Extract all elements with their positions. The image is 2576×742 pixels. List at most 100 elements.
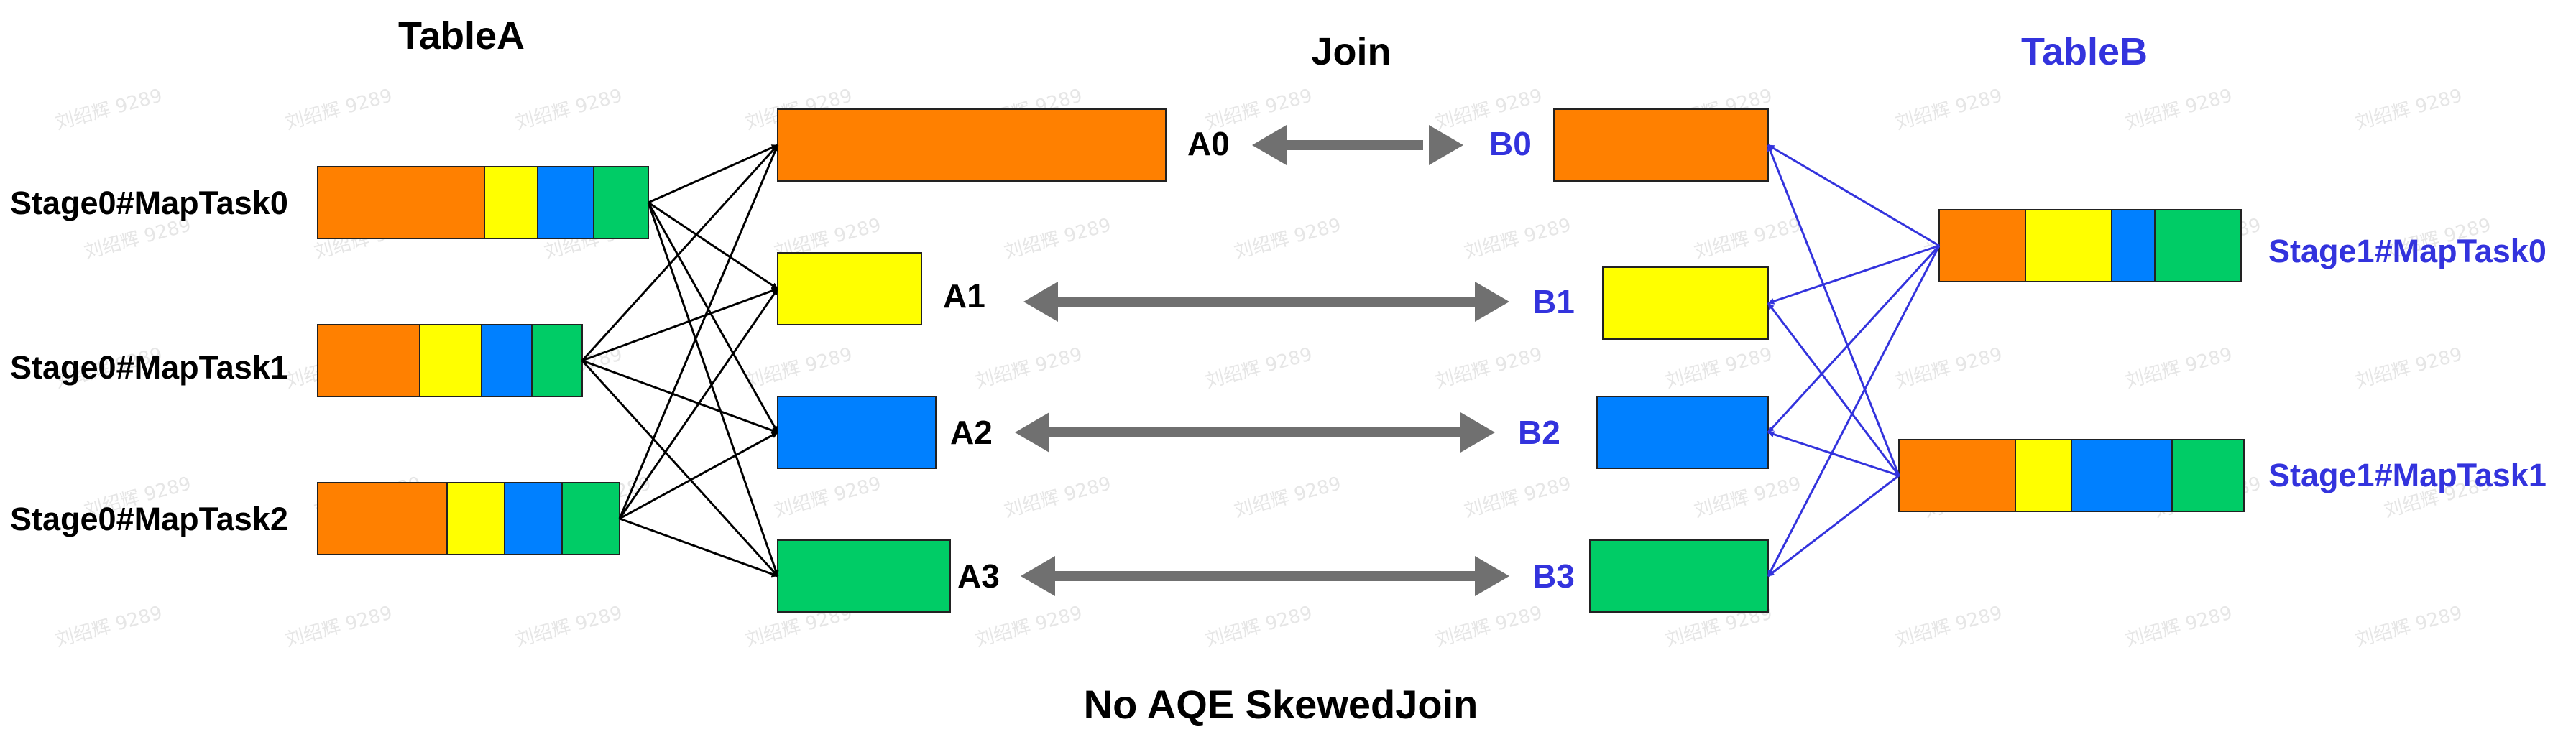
- watermark-text: 刘绍辉 9289: [743, 343, 855, 392]
- segment-green: [561, 482, 620, 555]
- segment-orange: [317, 482, 448, 555]
- segment-yellow: [419, 324, 482, 397]
- watermark-text: 刘绍辉 9289: [1692, 473, 1803, 521]
- watermark-text: 刘绍辉 9289: [973, 343, 1085, 392]
- partition-b3-label: B3: [1532, 557, 1575, 595]
- shuffle-arrow-stage0-task1-to-a1: [581, 287, 778, 362]
- partition-b1-label: B1: [1532, 283, 1575, 320]
- stage0-maptask1-label: Stage0#MapTask1: [10, 349, 288, 386]
- watermark-text: 刘绍辉 9289: [1203, 602, 1315, 651]
- join-arrow-3: [1021, 556, 1509, 596]
- segment-green: [2171, 439, 2245, 512]
- partition-a3-label: A3: [957, 557, 1000, 595]
- stage0-maptask2-bar: [317, 482, 620, 555]
- watermark-text: 刘绍辉 9289: [2123, 85, 2235, 134]
- join-arrows: [1015, 125, 1509, 596]
- partition-b0-label: B0: [1489, 125, 1532, 162]
- segment-yellow: [2025, 209, 2112, 282]
- shuffle-arrow-stage0-task0-to-a2: [647, 202, 779, 433]
- shuffle-arrow-stage1-task0-to-b1: [1767, 244, 1940, 305]
- watermark-text: 刘绍辉 9289: [1893, 602, 2005, 651]
- watermark-text: 刘绍辉 9289: [283, 602, 395, 651]
- stage1-maptask0-label: Stage1#MapTask0: [2268, 233, 2547, 269]
- partition-a3: [777, 539, 951, 613]
- partition-b1: [1602, 266, 1769, 340]
- shuffle-arrows-table-b: [1767, 144, 1941, 578]
- shuffle-arrow-stage0-task0-to-a1: [648, 201, 778, 290]
- watermark-text: 刘绍辉 9289: [2353, 343, 2465, 392]
- segment-orange: [317, 324, 420, 397]
- watermark-text: 刘绍辉 9289: [1203, 343, 1315, 392]
- watermark-text: 刘绍辉 9289: [1002, 214, 1113, 263]
- shuffle-arrow-stage0-task1-to-a2: [581, 359, 778, 434]
- table-b-title: TableB: [2021, 30, 2148, 73]
- stage1-maptask0-bar: [1938, 209, 2242, 282]
- partition-b2-label: B2: [1518, 414, 1560, 451]
- segment-blue: [2071, 439, 2173, 512]
- segment-green: [2154, 209, 2242, 282]
- segment-green: [531, 324, 583, 397]
- partition-a2-label: A2: [950, 414, 993, 451]
- partition-b0: [1553, 108, 1769, 182]
- watermark-text: 刘绍辉 9289: [283, 85, 395, 134]
- watermark-text: 刘绍辉 9289: [1433, 343, 1545, 392]
- segment-yellow: [446, 482, 505, 555]
- watermark-text: 刘绍辉 9289: [2123, 343, 2235, 392]
- stage0-maptask0-bar: [317, 166, 649, 239]
- shuffle-arrow-stage1-task1-to-b2: [1767, 431, 1900, 477]
- segment-orange: [1898, 439, 2016, 512]
- shuffle-arrow-stage1-task0-to-b0: [1767, 144, 1940, 247]
- stage1-maptask1-bar: [1898, 439, 2245, 512]
- shuffle-arrow-stage1-task1-to-b3: [1767, 474, 1900, 578]
- watermark-text: 刘绍辉 9289: [973, 602, 1085, 651]
- stage0-maptask1-bar: [317, 324, 583, 397]
- shuffle-arrow-stage0-task2-to-a0: [618, 144, 779, 519]
- watermark-text: 刘绍辉 9289: [1663, 343, 1775, 392]
- shuffle-arrow-stage1-task1-to-b1: [1767, 302, 1900, 476]
- shuffle-arrow-stage0-task2-to-a2: [619, 431, 778, 520]
- watermark-text: 刘绍辉 9289: [1462, 214, 1573, 263]
- shuffle-arrow-stage0-task2-to-a1: [618, 288, 779, 519]
- watermark-text: 刘绍辉 9289: [2353, 85, 2465, 134]
- watermark-text: 刘绍辉 9289: [1433, 602, 1545, 651]
- segment-green: [593, 166, 649, 239]
- partition-b3: [1589, 539, 1769, 613]
- join-title: Join: [1311, 30, 1391, 73]
- watermark-text: 刘绍辉 9289: [53, 85, 165, 134]
- segment-orange: [317, 166, 485, 239]
- watermark-text: 刘绍辉 9289: [1232, 473, 1343, 521]
- segment-blue: [537, 166, 594, 239]
- partition-a0-label: A0: [1187, 125, 1230, 162]
- segment-yellow: [2015, 439, 2072, 512]
- segment-blue: [2111, 209, 2156, 282]
- segment-blue: [481, 324, 533, 397]
- partition-a2: [777, 396, 937, 469]
- watermark-text: 刘绍辉 9289: [513, 85, 625, 134]
- shuffle-arrows-table-a: [581, 144, 779, 578]
- join-arrow-2: [1015, 412, 1495, 453]
- shuffle-arrow-stage1-task0-to-b2: [1767, 244, 1941, 434]
- segment-orange: [1938, 209, 2026, 282]
- watermark-text: 刘绍辉 9289: [2123, 602, 2235, 651]
- partition-a0: [777, 108, 1167, 182]
- watermark-text: 刘绍辉 9289: [1462, 473, 1573, 521]
- footer-caption: No AQE SkewedJoin: [1084, 682, 1478, 727]
- watermark-text: 刘绍辉 9289: [1893, 343, 2005, 392]
- shuffle-arrow-stage1-task0-to-b3: [1767, 245, 1941, 577]
- watermark-text: 刘绍辉 9289: [772, 473, 883, 521]
- watermark-text: 刘绍辉 9289: [1893, 85, 2005, 134]
- watermark-text: 刘绍辉 9289: [1692, 214, 1803, 263]
- shuffle-arrow-stage0-task2-to-a3: [619, 517, 778, 578]
- shuffle-arrow-stage0-task1-to-a3: [581, 359, 779, 578]
- partition-b2: [1596, 396, 1769, 469]
- shuffle-arrow-stage1-task1-to-b0: [1767, 144, 1900, 476]
- stage0-maptask2-label: Stage0#MapTask2: [10, 501, 288, 537]
- partition-a1-label: A1: [943, 277, 985, 315]
- table-a-title: TableA: [398, 14, 525, 57]
- watermark-text: 刘绍辉 9289: [53, 602, 165, 651]
- stage0-maptask0-label: Stage0#MapTask0: [10, 185, 288, 221]
- join-arrow-0: [1252, 125, 1463, 165]
- shuffle-arrow-stage0-task1-to-a0: [581, 144, 779, 362]
- join-arrow-1: [1024, 282, 1509, 322]
